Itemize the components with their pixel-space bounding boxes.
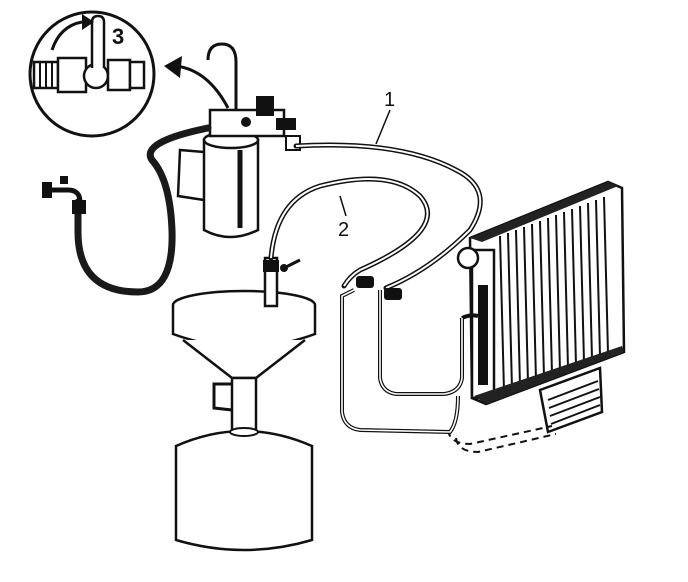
- label-2: 2: [338, 219, 349, 241]
- label-3: 3: [112, 24, 124, 49]
- heater-hoses-dashed: [447, 425, 557, 454]
- supply-hose: [74, 124, 212, 296]
- callout-arrow-icon: [175, 64, 230, 109]
- wall-faucet: [42, 176, 86, 214]
- rotation-arrow-icon: [50, 20, 83, 51]
- hose-1: [293, 142, 483, 291]
- label-1: 1: [384, 89, 395, 111]
- radiator-cap: [456, 246, 480, 270]
- funnel: [171, 289, 317, 434]
- hose-couplings: [356, 276, 402, 300]
- radiator: [456, 180, 626, 406]
- valve-detail-callout: [28, 10, 156, 138]
- heater-core: [538, 366, 604, 434]
- flush-nozzle: [263, 256, 301, 308]
- hose-2: [268, 176, 430, 289]
- flush-tank: [176, 42, 301, 239]
- collection-container: [174, 427, 314, 552]
- radiator-core: [499, 196, 609, 393]
